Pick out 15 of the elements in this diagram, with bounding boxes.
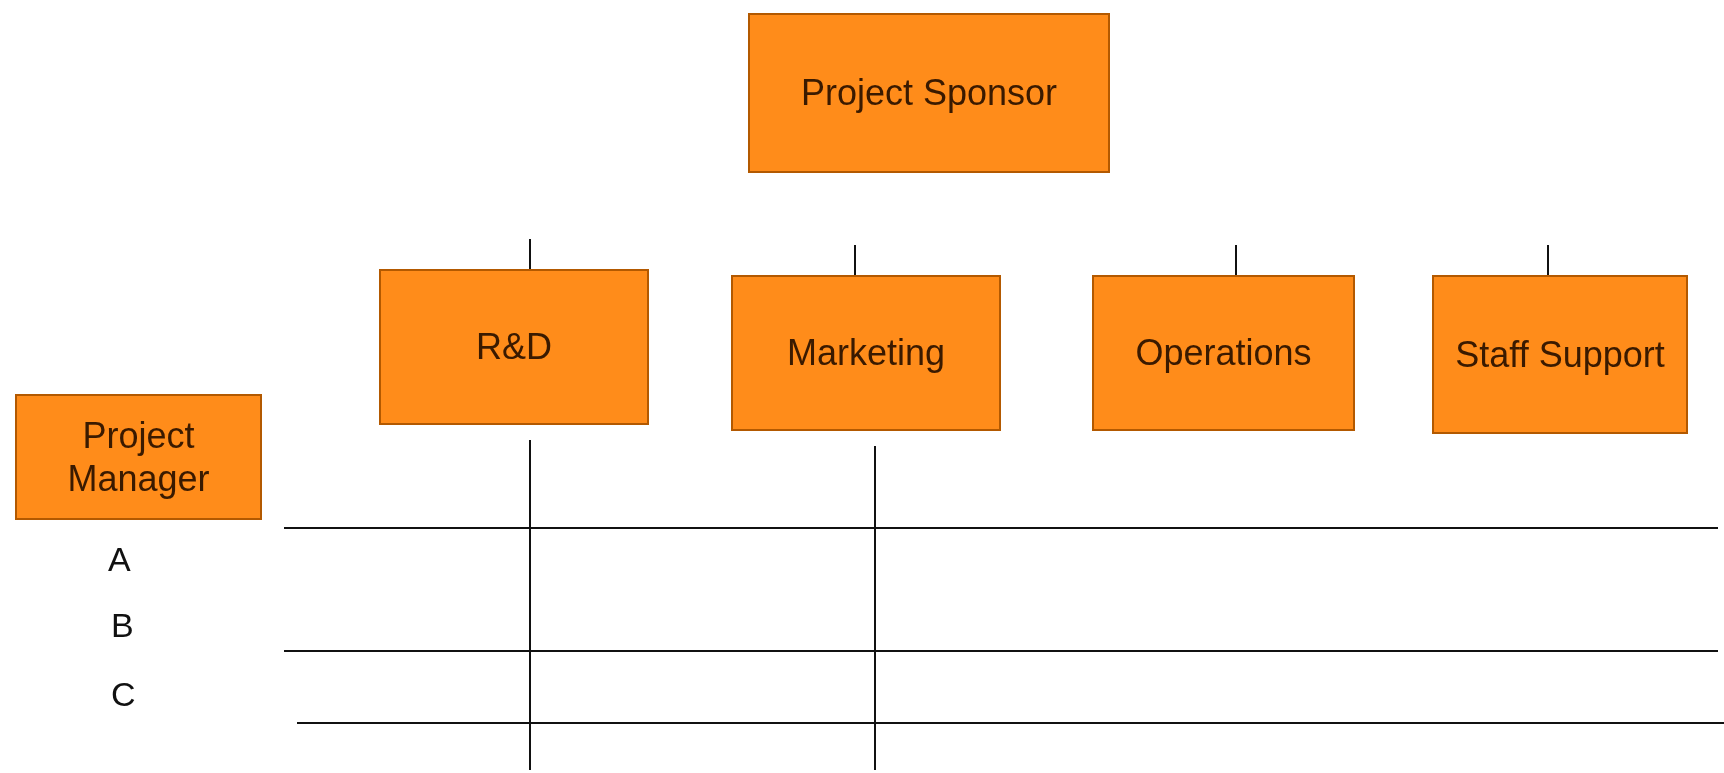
- connector-line: [1235, 244, 1237, 276]
- row-label: B: [111, 606, 134, 645]
- row-label: C: [111, 675, 136, 714]
- connector-line: [1547, 244, 1549, 276]
- org-box: Operations: [1092, 275, 1355, 431]
- connector-line: [529, 439, 531, 771]
- row-label: A: [108, 540, 131, 579]
- connector-line: [874, 445, 876, 771]
- org-box: Project Manager: [15, 394, 262, 520]
- connector-line: [854, 244, 856, 276]
- connector-line: [529, 238, 531, 270]
- org-box: Marketing: [731, 275, 1001, 431]
- org-box: R&D: [379, 269, 649, 425]
- org-box: Staff Support: [1432, 275, 1688, 434]
- org-box: Project Sponsor: [748, 13, 1110, 173]
